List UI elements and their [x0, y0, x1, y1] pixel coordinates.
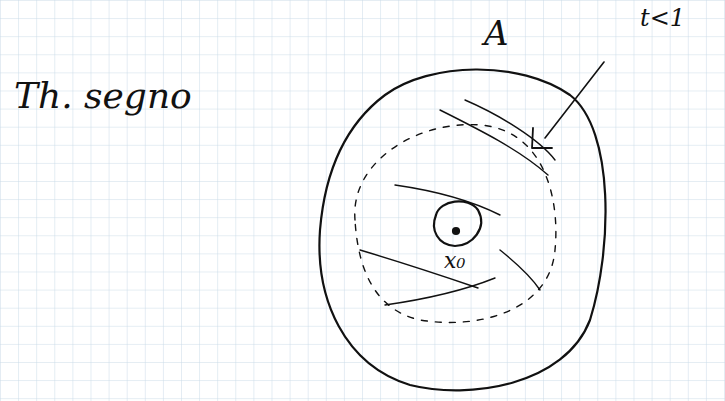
set-label: A: [484, 16, 509, 50]
condition-label: t<1: [640, 6, 685, 30]
point-label: x₀: [444, 250, 465, 272]
title-note: Th. segno: [14, 78, 192, 114]
